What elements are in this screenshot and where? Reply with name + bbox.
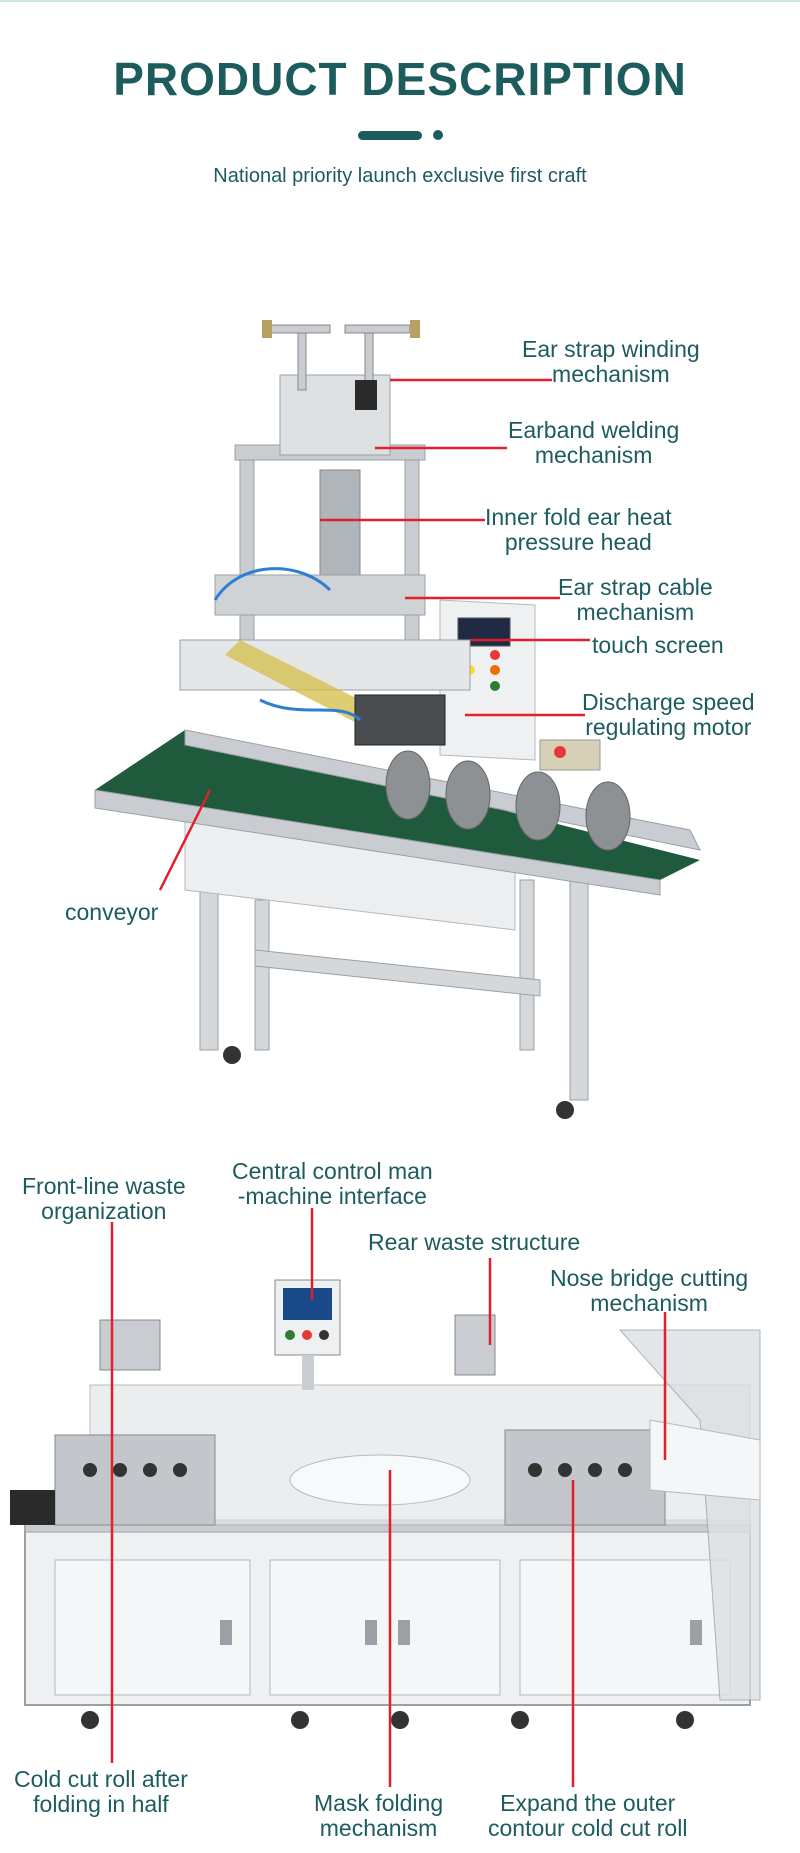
- page-title: PRODUCT DESCRIPTION: [113, 53, 687, 105]
- mask-folding-callout-lines: [110, 1208, 667, 1787]
- ear-loop-callout-lines: [158, 378, 590, 891]
- ear-loop-machine-image: [94, 320, 701, 1119]
- label-touch-screen: touch screen: [592, 632, 724, 658]
- top-divider: [0, 0, 800, 2]
- page-subtitle: National priority launch exclusive first…: [213, 165, 587, 187]
- title-underline-dot: [433, 130, 443, 140]
- title-underline-bar: [358, 131, 422, 140]
- label-central-control-interface: Central control man-machine interface: [232, 1158, 433, 1209]
- label-rear-waste-structure: Rear waste structure: [368, 1229, 581, 1255]
- mask-folding-machine-image: [10, 1279, 761, 1729]
- label-conveyor: conveyor: [65, 899, 159, 925]
